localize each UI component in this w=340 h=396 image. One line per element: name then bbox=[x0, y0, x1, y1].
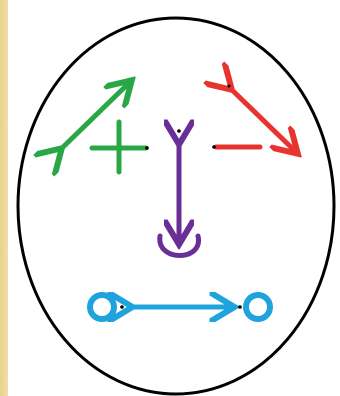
plus-group bbox=[60, 82, 149, 172]
center-group bbox=[160, 129, 199, 255]
left-circle-icon bbox=[90, 295, 114, 319]
bottom-group bbox=[90, 295, 270, 319]
left-circle-dot bbox=[120, 305, 124, 309]
plus-dot bbox=[145, 146, 149, 150]
minus-dot bbox=[212, 145, 216, 149]
right-circle-icon bbox=[246, 295, 270, 319]
center-dot bbox=[177, 129, 181, 133]
arrow-tip-dot bbox=[228, 85, 231, 88]
plus-sign-icon bbox=[92, 122, 146, 172]
right-circle-dot bbox=[238, 305, 242, 309]
face-outline bbox=[18, 18, 334, 394]
red-double-arrow bbox=[230, 88, 296, 152]
minus-group bbox=[212, 85, 296, 153]
